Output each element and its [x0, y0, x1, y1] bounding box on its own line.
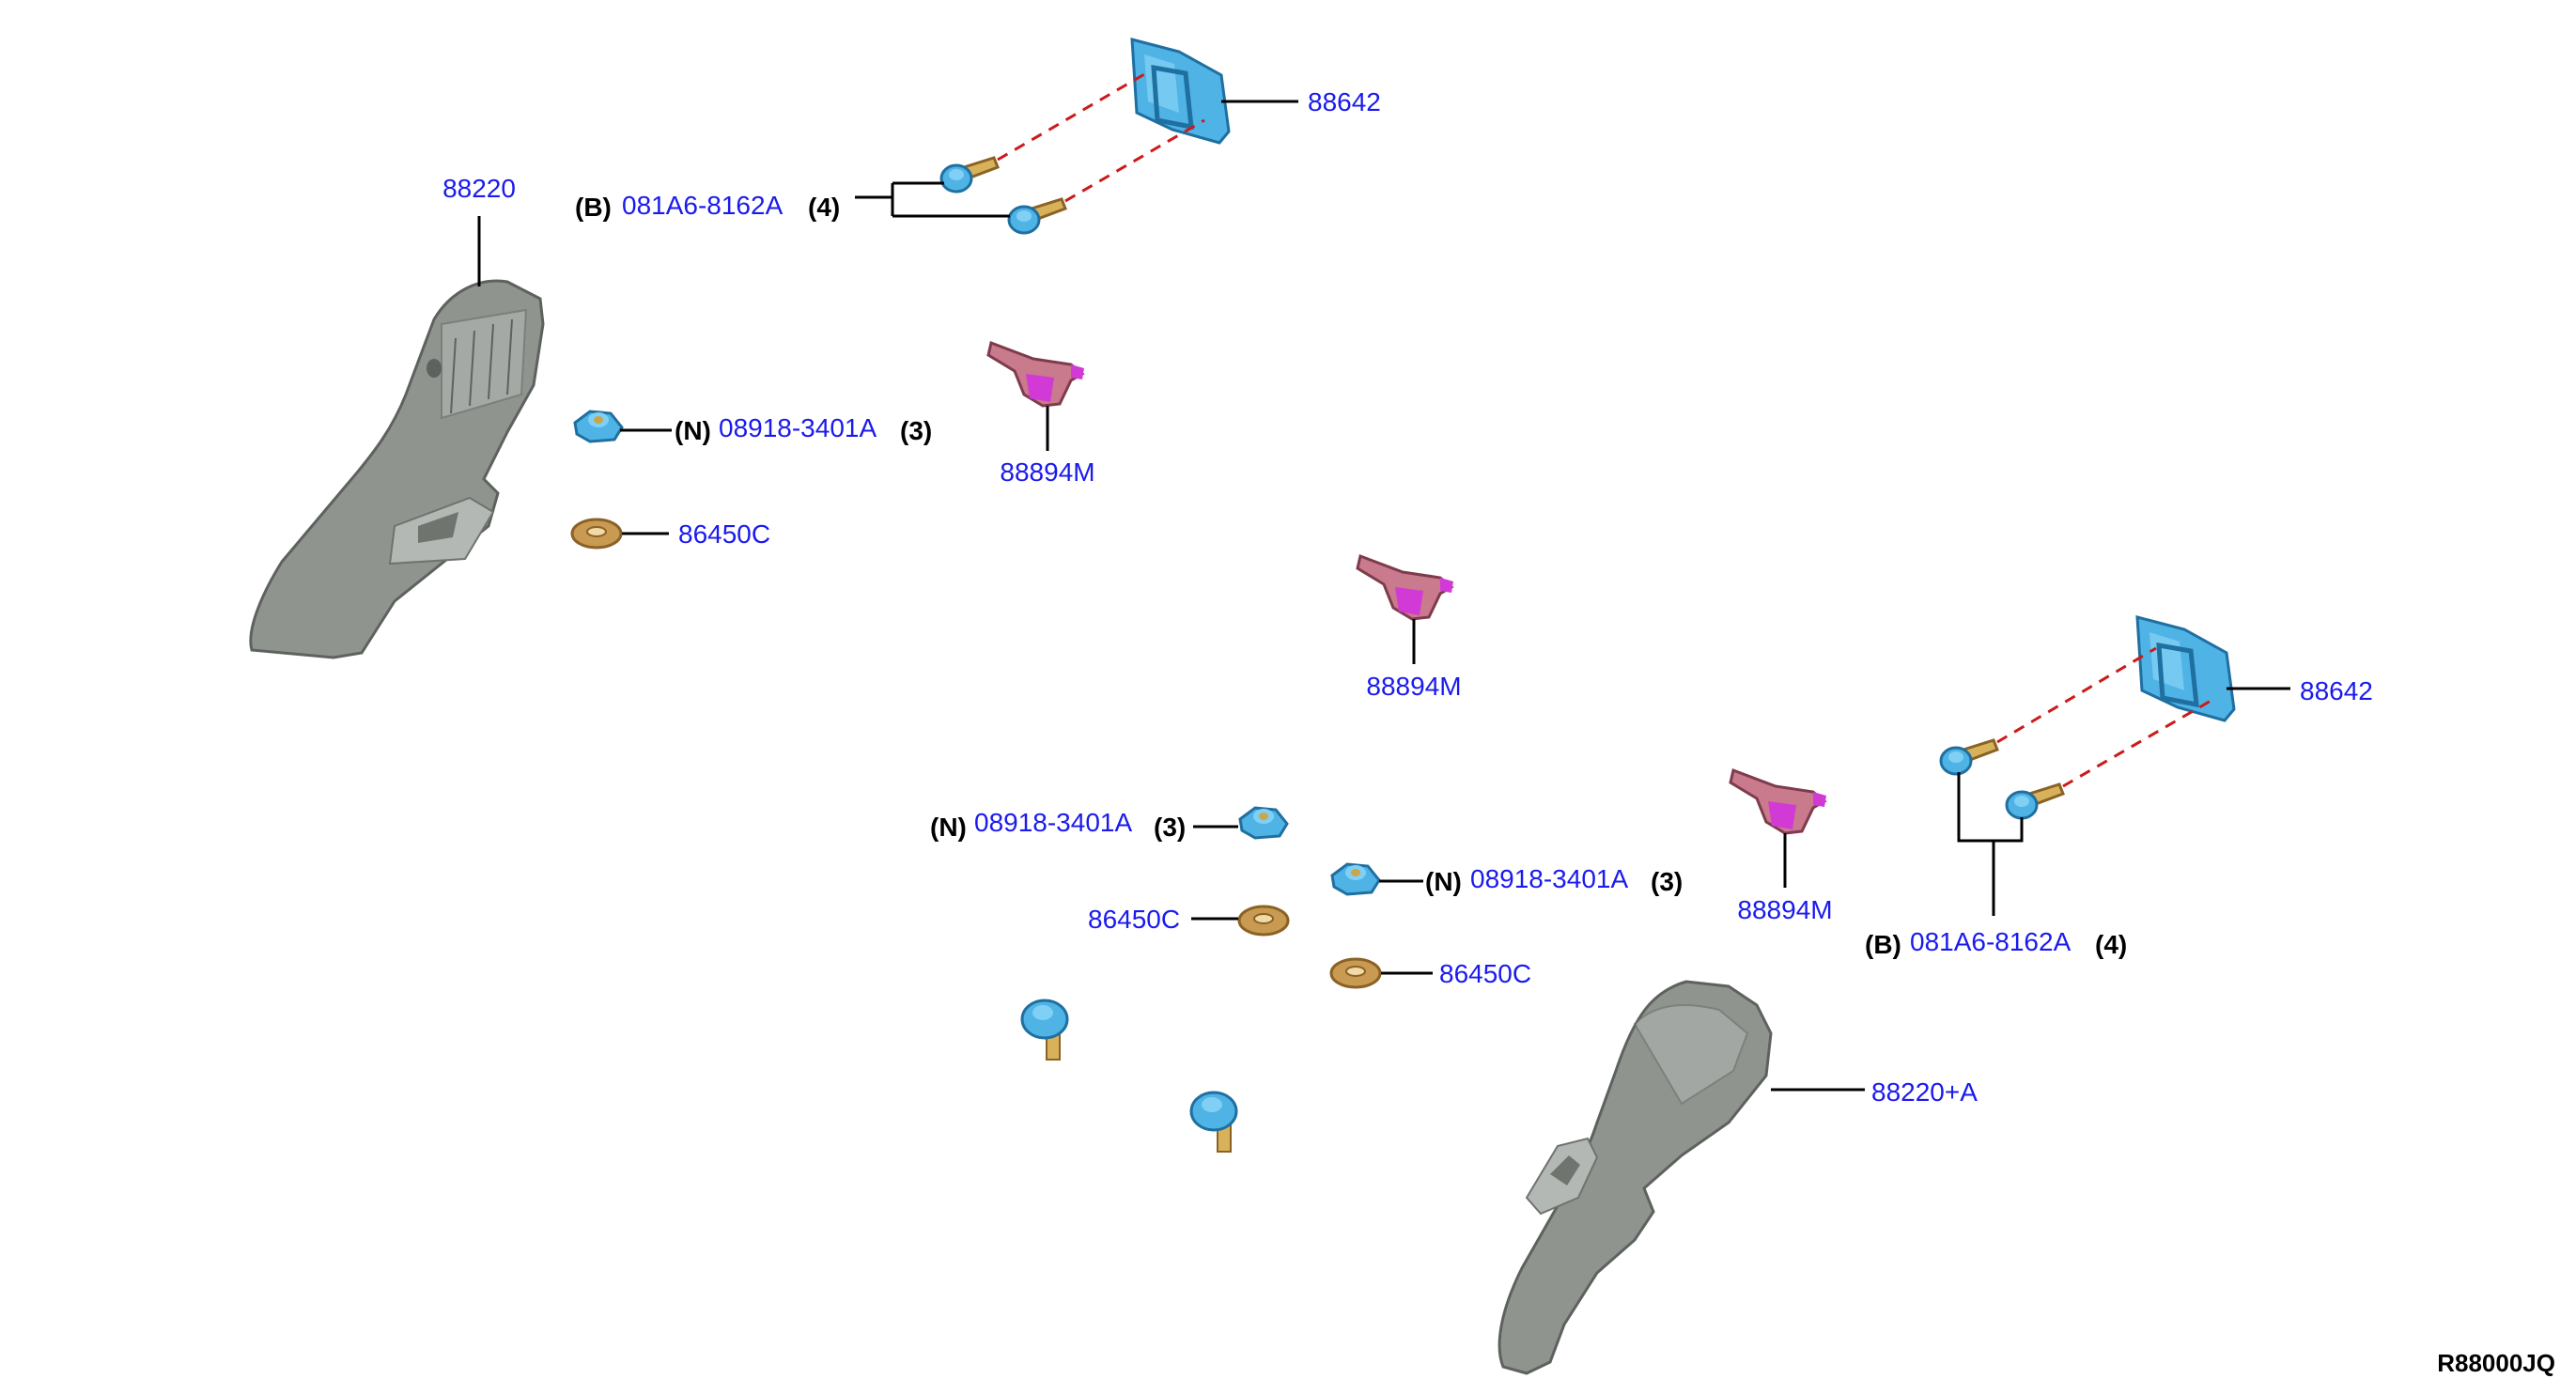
bolt-right-label: 081A6-8162A	[1910, 927, 2072, 956]
nut-top-label: 08918-3401A	[719, 413, 877, 442]
bolt-right-leader	[1957, 772, 2024, 916]
nut-mid-tag: (N)	[930, 813, 967, 842]
loose-bolt-1	[1020, 999, 1069, 1061]
finisher-left-label: 88220	[442, 174, 516, 203]
hook-right-label: 88642	[2300, 676, 2373, 705]
bolt-right-upper-dashline	[1996, 646, 2157, 744]
clip-1-label: 88894M	[1000, 457, 1094, 487]
bolt-right-qty: (4)	[2095, 930, 2127, 959]
bolt-top-upper	[939, 156, 1000, 194]
finisher-left-part	[249, 279, 545, 659]
clip-2-label: 88894M	[1366, 672, 1461, 701]
bolt-top-lower	[1007, 197, 1067, 235]
nut-mid-label: 08918-3401A	[974, 808, 1132, 837]
clip-2-part	[1356, 553, 1454, 621]
nut-right-label: 08918-3401A	[1470, 864, 1628, 893]
bolt-right-lower	[2005, 782, 2065, 820]
bolt-top-qty: (4)	[808, 193, 840, 222]
bolt-top-tag: (B)	[575, 193, 612, 222]
clip-3-label: 88894M	[1737, 895, 1832, 924]
bolt-top-label: 081A6-8162A	[622, 191, 784, 220]
bolt-top-upper-dashline	[997, 69, 1152, 162]
clip-1-part	[986, 340, 1085, 408]
hook-top-label: 88642	[1308, 87, 1381, 116]
bolt-right-lower-dashline	[2062, 698, 2213, 788]
bolt-right-upper	[1939, 738, 1999, 776]
washer-mid-part	[1237, 905, 1290, 937]
bolt-top-lower-dashline	[1064, 118, 1205, 203]
finisher-right-label: 88220+A	[1871, 1077, 1978, 1107]
nut-top-qty: (3)	[900, 416, 932, 445]
hook-top-part	[1130, 38, 1231, 145]
bolt-right-tag: (B)	[1865, 930, 1901, 959]
nut-right-tag: (N)	[1425, 867, 1462, 896]
washer-top-label: 86450C	[678, 519, 770, 549]
washer-mid-label: 86450C	[1088, 905, 1180, 934]
diagram-reference-code: R88000JQ	[2437, 1349, 2555, 1377]
bolt-top-leader	[855, 181, 1010, 218]
finisher-right-part	[1497, 980, 1773, 1375]
nut-right-qty: (3)	[1651, 867, 1683, 896]
loose-bolt-2	[1189, 1091, 1238, 1153]
washer-top-part	[570, 518, 623, 550]
nut-right-part	[1330, 862, 1381, 896]
clip-3-part	[1729, 767, 1827, 835]
washer-right-part	[1329, 957, 1382, 989]
nut-top-part	[573, 410, 624, 443]
washer-right-label: 86450C	[1439, 959, 1531, 988]
nut-top-tag: (N)	[675, 416, 711, 445]
hook-right-part	[2135, 615, 2236, 722]
nut-mid-qty: (3)	[1154, 813, 1186, 842]
nut-mid-part	[1238, 806, 1289, 840]
